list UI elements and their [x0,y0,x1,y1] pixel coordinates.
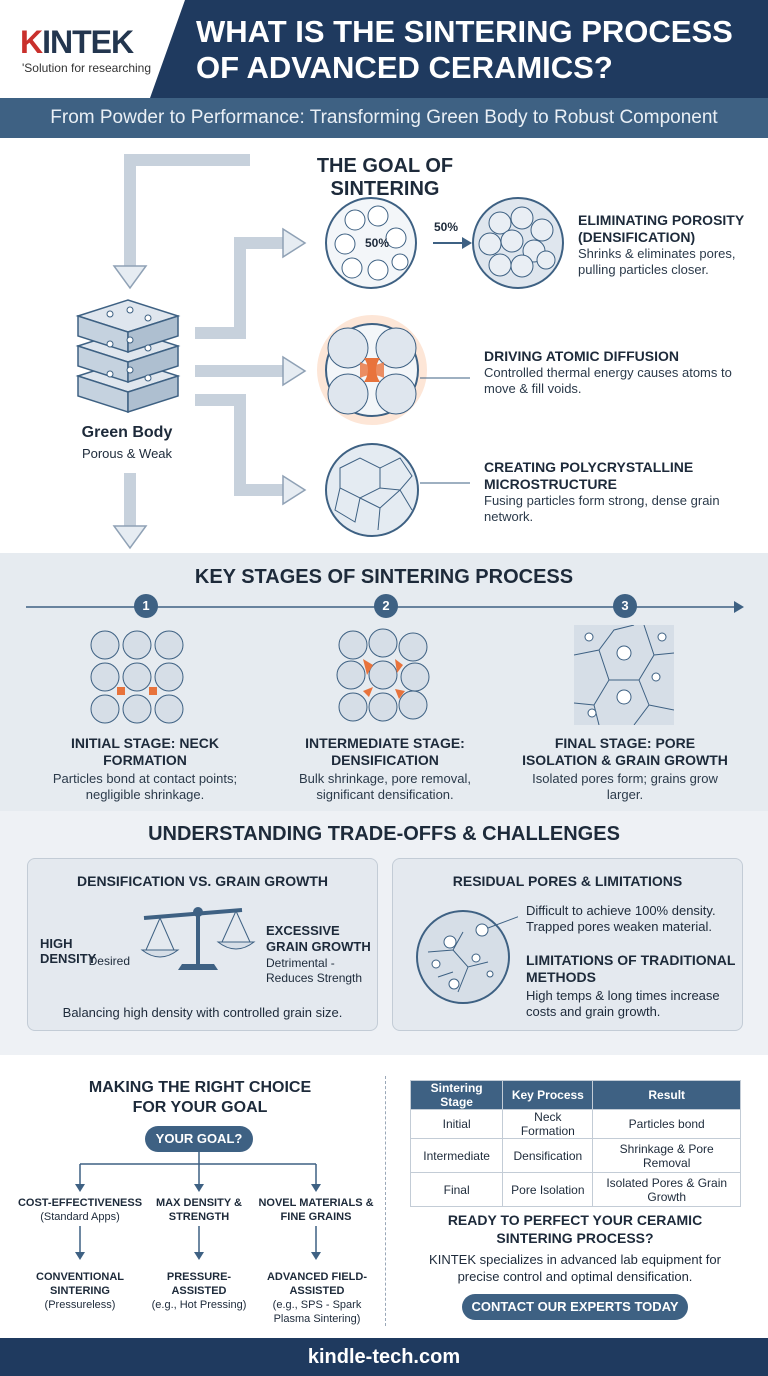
choice-title: MAKING THE RIGHT CHOICE FOR YOUR GOAL [88,1079,312,1116]
stage-title: INTERMEDIATE STAGE: DENSIFICATION [305,735,465,768]
goal-option-cost[interactable]: COST-EFFECTIVENESS(Standard Apps) [17,1197,143,1223]
your-goal-pill[interactable]: YOUR GOAL? [145,1126,253,1152]
result-field-assisted: ADVANCED FIELD-ASSISTED(e.g., SPS - Spar… [266,1271,367,1325]
result-pressure: PRESSURE-ASSISTED(e.g., Hot Pressing) [151,1271,247,1311]
table-cell: Neck Formation [502,1109,594,1139]
pores-desc: Difficult to achieve 100% density. Trapp… [526,903,716,934]
goal-item-title: ELIMINATING POROSITY (DENSIFICATION) [578,212,744,245]
goal-title: THE GOAL OF SINTERING [316,155,454,200]
balance-footer: Balancing high density with controlled g… [62,1005,343,1020]
table-cell: Isolated Pores & Grain Growth [592,1172,741,1207]
goal-item-title: CREATING POLYCRYSTALLINE MICROSTRUCTURE [484,459,694,492]
high-density-label: HIGH DENSITY [40,936,97,966]
stage-badge: 3 [613,594,637,618]
card-title: DENSIFICATION VS. GRAIN GROWTH [77,873,328,889]
porous-particles-icon [325,197,417,289]
high-density-desc: Desired [88,954,130,968]
table-cell: Initial [409,1109,504,1139]
grain-growth-label: EXCESSIVE GRAIN GROWTH [266,923,371,954]
dense-particles-icon [472,197,564,289]
brand-tagline: 'Solution for researching [22,61,152,75]
table-cell: Particles bond [592,1109,741,1139]
stages-title: KEY STAGES OF SINTERING PROCESS [194,566,574,588]
porosity-pct: 50% [365,236,390,250]
page-title: WHAT IS THE SINTERING PROCESS OF ADVANCE… [196,14,733,85]
cta-desc: KINTEK specializes in advanced lab equip… [429,1252,721,1284]
stage-desc: Bulk shrinkage, pore removal, significan… [299,771,471,802]
contact-experts-button[interactable]: CONTACT OUR EXPERTS TODAY [462,1294,688,1320]
table-row: Final Pore Isolation Isolated Pores & Gr… [409,1172,741,1207]
result-conventional: CONVENTIONAL SINTERING(Pressureless) [36,1271,124,1311]
stage-3: FINAL STAGE: PORE ISOLATION & GRAIN GROW… [520,735,730,803]
atomic-diffusion-icon [317,315,470,425]
table-row: Intermediate Densification Shrinkage & P… [409,1138,741,1173]
table-cell: Pore Isolation [502,1172,594,1207]
goal-option-density[interactable]: MAX DENSITY & STRENGTH [156,1197,242,1223]
limitations-desc: High temps & long times increase costs a… [526,988,720,1019]
table-header: Key Process [502,1080,594,1110]
stage-title: FINAL STAGE: PORE ISOLATION & GRAIN GROW… [522,735,728,768]
card-title: RESIDUAL PORES & LIMITATIONS [452,873,683,889]
cta-title: READY TO PERFECT YOUR CERAMIC SINTERING … [447,1212,703,1246]
brand-logo[interactable]: KINTEK [20,24,134,60]
green-body-label: Green Body [81,424,173,441]
stage-1: INITIAL STAGE: NECK FORMATION Particles … [40,735,250,803]
logo-panel [0,0,185,98]
goal-item-title: DRIVING ATOMIC DIFFUSION [484,348,679,364]
stage-desc: Isolated pores form; grains grow larger. [532,771,718,802]
choice-tree [75,1152,321,1260]
goal-item-diffusion: DRIVING ATOMIC DIFFUSION Controlled ther… [484,348,734,397]
table-cell: Densification [502,1138,594,1173]
polycrystal-icon [325,443,470,537]
footer-url[interactable]: kindle-tech.com [0,1338,768,1376]
table-header: Sintering Stage [409,1080,504,1110]
goal-diagram [75,154,564,550]
stage-title: INITIAL STAGE: NECK FORMATION [70,735,220,768]
tradeoffs-title: UNDERSTANDING TRADE-OFFS & CHALLENGES [148,823,620,845]
goal-option-novel[interactable]: NOVEL MATERIALS & FINE GRAINS [258,1197,374,1223]
balance-scale-icon [140,907,256,970]
tradeoff-card-left [27,858,378,1031]
table-header: Result [592,1080,741,1110]
stage-badge: 1 [134,594,158,618]
goal-item-porosity: ELIMINATING POROSITY (DENSIFICATION) Shr… [578,212,758,278]
goal-item-desc: Controlled thermal energy causes atoms t… [484,365,732,396]
green-body-sub: Porous & Weak [81,446,173,461]
stage-desc: Particles bond at contact points; neglig… [52,771,238,802]
arrow-pct: 50% [434,220,459,234]
title-banner [150,0,768,98]
stages-table: Sintering Stage Key Process Result Initi… [409,1080,741,1207]
table-cell: Intermediate [409,1138,504,1173]
residual-pores-icon [416,910,518,1004]
neck-formation-icon [90,630,184,724]
table-row: Initial Neck Formation Particles bond [409,1109,741,1139]
stage-2: INTERMEDIATE STAGE: DENSIFICATION Bulk s… [280,735,490,803]
grain-growth-desc: Detrimental - Reduces Strength [266,956,363,985]
goal-item-polycrystal: CREATING POLYCRYSTALLINE MICROSTRUCTURE … [484,459,734,525]
divider [385,1076,386,1326]
page-subtitle: From Powder to Performance: Transforming… [0,98,768,138]
stage-badge: 2 [374,594,398,618]
goal-item-desc: Fusing particles form strong, dense grai… [484,493,720,524]
table-cell: Final [409,1172,504,1207]
goal-item-desc: Shrinks & eliminates pores, pulling part… [578,246,736,277]
green-body-icon [75,299,181,414]
densification-icon [336,628,430,722]
limitations-title: LIMITATIONS OF TRADITIONAL METHODS [526,952,736,985]
table-cell: Shrinkage & Pore Removal [592,1138,741,1173]
pore-isolation-icon [574,625,674,725]
